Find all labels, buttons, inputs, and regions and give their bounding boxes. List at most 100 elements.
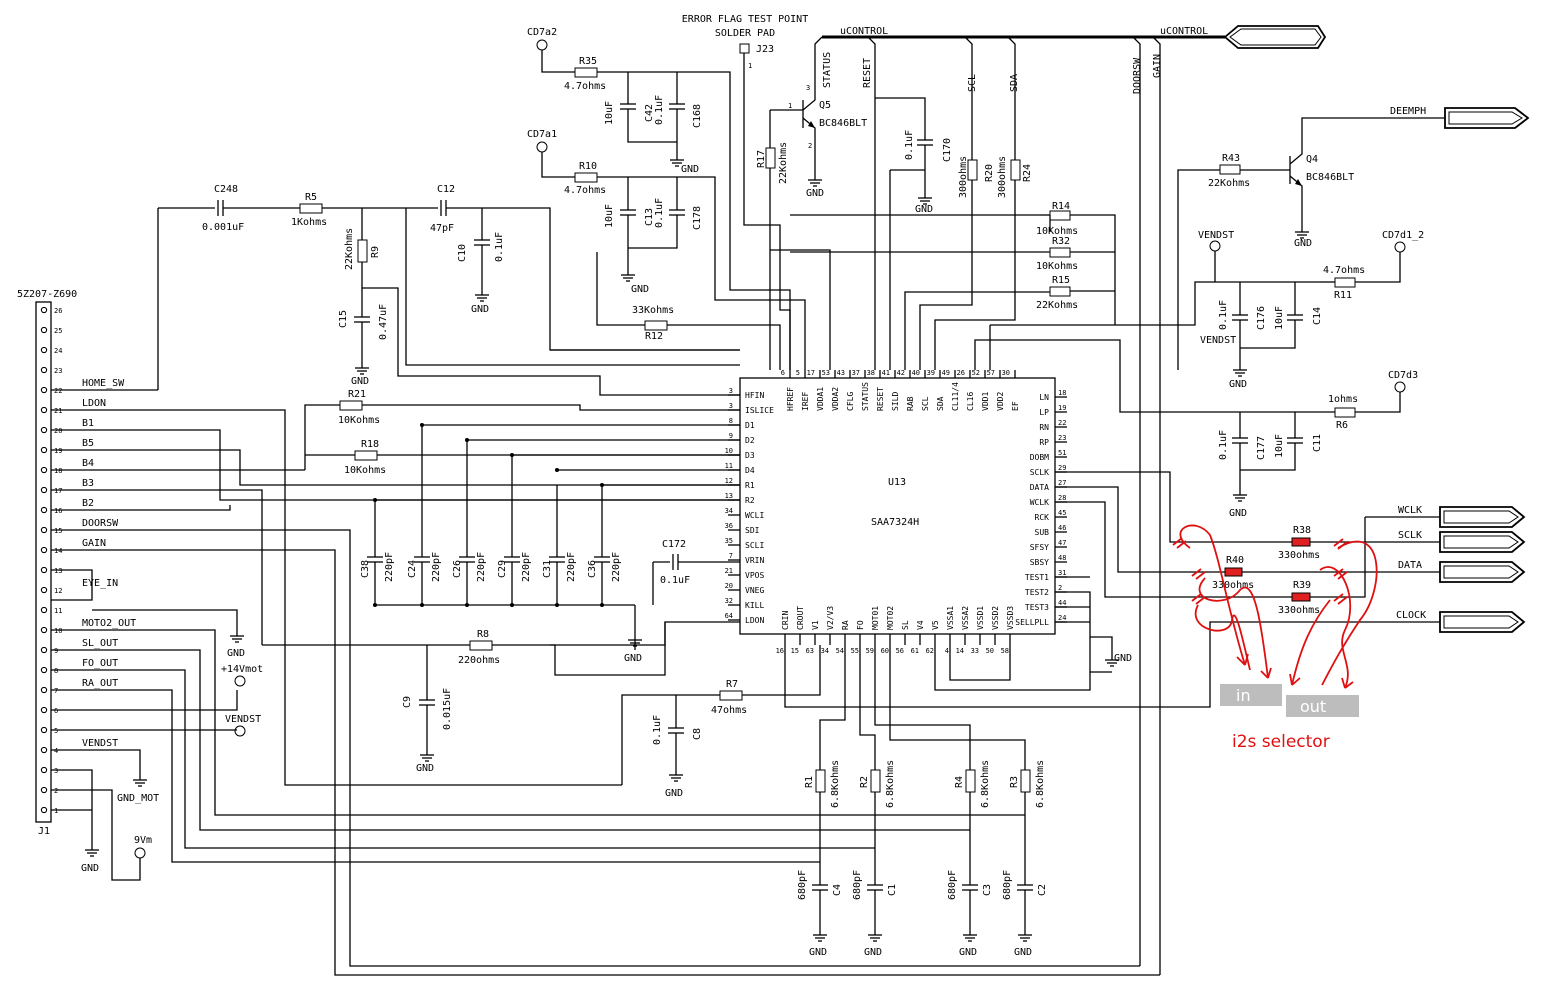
wire — [51, 529, 1140, 967]
connector-pin-icon — [40, 726, 48, 734]
cap-ref: C26 — [452, 560, 463, 578]
r17-ref: R17 — [756, 150, 767, 168]
connector-pin-icon — [40, 766, 48, 774]
r32-body — [1049, 247, 1071, 258]
u13-top-pins: 6HFREF5IREF17VDDA153VDDA243CFLG37STATUS3… — [781, 369, 1020, 411]
connector-pin-icon — [40, 586, 48, 594]
wire — [875, 97, 926, 140]
tp-cd7d3: CD7d3 — [1388, 370, 1418, 381]
c14-value: 10uF — [1274, 306, 1285, 330]
r32-value: 10Kohms — [1036, 261, 1078, 272]
connector-pin-number: 20 — [54, 427, 62, 435]
wire — [51, 769, 93, 850]
connector-pin-number: 21 — [54, 407, 62, 415]
bus-tap-gain — [1152, 36, 1161, 975]
ic-pin-name: V1 — [811, 620, 820, 630]
ic-pin-number: 64 — [725, 612, 733, 620]
gnd-label: GND — [631, 284, 649, 295]
wire — [51, 649, 970, 831]
connector-pin-icon — [40, 546, 48, 554]
connector-signal-label: FO_OUT — [82, 658, 118, 669]
connector-pin-number: 7 — [54, 687, 58, 695]
ic-pin-number: 7 — [729, 552, 733, 560]
resistor-value: 6.8Kohms — [885, 760, 896, 808]
gnd-mot-label: GND_MOT — [117, 793, 159, 804]
connector-pin-icon — [40, 806, 48, 814]
wire — [1177, 169, 1220, 370]
ic-pin-number: 29 — [1058, 464, 1066, 472]
j1-pins: 2625242322212019181716151413121110987654… — [40, 306, 62, 815]
connector-pin-icon — [40, 566, 48, 574]
ic-pin-number: 49 — [942, 369, 950, 377]
connector-pin-number: 6 — [54, 707, 58, 715]
connector-pin-number: 9 — [54, 647, 58, 655]
port-wclk: WCLK — [1398, 505, 1526, 528]
r35-body — [574, 67, 598, 78]
connector-signal-label: HOME_SW — [82, 378, 125, 389]
cap-ref: C24 — [407, 560, 418, 578]
wire — [1240, 320, 1296, 349]
wire — [51, 669, 875, 849]
gnd-symbol-icon — [1018, 934, 1032, 942]
selector-in-box — [1220, 684, 1282, 706]
wire — [405, 208, 740, 366]
connector-pin-icon — [40, 666, 48, 674]
ic-pin-name: R2 — [745, 496, 755, 505]
connector-pin-number: 13 — [54, 567, 62, 575]
ic-pin-number: 3 — [729, 387, 733, 395]
deemph-port-icon — [1444, 107, 1530, 129]
ic-pin-number: 31 — [1058, 569, 1066, 577]
selector-out-box — [1286, 695, 1359, 717]
ic-pin-number: 50 — [986, 647, 994, 655]
j1-signal-labels: HOME_SWLDONB1B5B4B3B2DOORSWGAINEYE_INMOT… — [82, 378, 136, 749]
ic-pin-name: RP — [1039, 438, 1049, 447]
resistor-value: 6.8Kohms — [830, 760, 841, 808]
wire — [743, 53, 791, 370]
ic-pin-number: 40 — [912, 369, 920, 377]
r40-body — [1224, 567, 1243, 577]
ic-pin-number: 53 — [822, 369, 830, 377]
ic-pin-name: D3 — [745, 451, 755, 460]
wire — [974, 339, 1335, 413]
c8-value: 0.1uF — [652, 715, 663, 745]
r5-value: 1Kohms — [291, 217, 327, 228]
cap-value: 680pF — [797, 870, 808, 900]
r11-body — [1334, 277, 1356, 288]
test-pad-ref: J23 — [756, 44, 774, 55]
ic-pin-name: D2 — [745, 436, 755, 445]
gnd-symbol-icon — [963, 934, 977, 942]
test-point-icon — [234, 675, 246, 687]
wire — [51, 690, 238, 711]
j1-body — [35, 301, 52, 823]
ic-pin-number: 41 — [882, 369, 890, 377]
r18-body — [354, 450, 378, 461]
c8-ref: C8 — [692, 728, 703, 740]
connector-pin-number: 16 — [54, 507, 62, 515]
r12-body — [644, 320, 668, 331]
connector-signal-label: B3 — [82, 478, 94, 489]
connector-pin-number: 2 — [54, 787, 58, 795]
wire — [627, 109, 677, 143]
ic-pin-name: VSSA1 — [946, 606, 955, 630]
c10-ref: C10 — [457, 244, 468, 262]
u13-right-pins: 18LN19LP22RN23RP51DOBM29SCLK27DATA28WCLK… — [1015, 389, 1067, 627]
wire — [904, 291, 1050, 370]
gnd-symbol-icon — [621, 274, 635, 282]
r9-ref: R9 — [370, 246, 381, 258]
gnd-label: GND — [1229, 508, 1247, 519]
wire — [1055, 501, 1292, 598]
wire — [621, 694, 720, 785]
ic-pin-name: DOBM — [1030, 453, 1049, 462]
cap-value: 680pF — [947, 870, 958, 900]
test-point-icon — [1394, 241, 1406, 253]
ic-pin-number: 56 — [896, 647, 904, 655]
r9-body — [357, 239, 368, 263]
connector-pin-icon — [40, 606, 48, 614]
ic-pin-name: SELLPLL — [1015, 618, 1049, 627]
connector-pin-icon — [40, 486, 48, 494]
resistor-body — [965, 769, 976, 793]
ic-pin-number: 42 — [897, 369, 905, 377]
c248-value: 0.001uF — [202, 222, 244, 233]
connector-pin-number: 12 — [54, 587, 62, 595]
ic-pin-number: 43 — [837, 369, 845, 377]
